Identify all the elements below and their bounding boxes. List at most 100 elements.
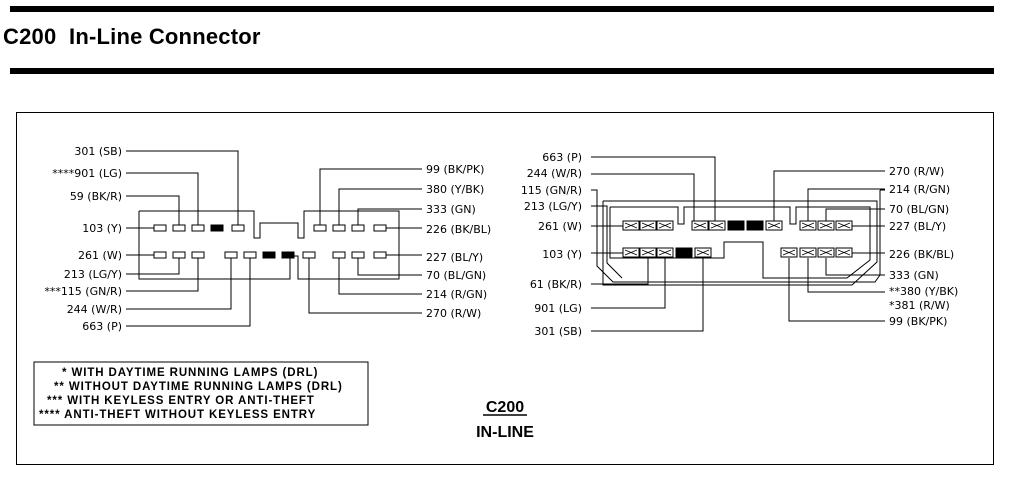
pin-cross <box>837 222 851 229</box>
connector-pin <box>243 251 257 259</box>
pin-cross <box>641 222 655 229</box>
caption-connector-id: C200 <box>486 399 524 416</box>
connector-pin <box>332 224 346 232</box>
pin-cross <box>837 249 851 256</box>
connector-pin <box>780 247 798 258</box>
wire <box>591 173 695 221</box>
pin-cross <box>819 249 833 256</box>
connector-pin <box>675 247 693 258</box>
page-title: C200 In-Line Connector <box>3 24 261 49</box>
connector-pin <box>172 224 186 232</box>
header-rule-top <box>10 6 994 12</box>
connector-pin <box>191 251 205 259</box>
wire-label: 115 (GN/R) <box>521 184 582 197</box>
pin-housing <box>675 247 693 258</box>
connector-bodies <box>138 200 878 286</box>
connector-pin <box>694 247 712 258</box>
right-connector-right-labels: 270 (R/W) 214 (R/GN) 70 (BL/GN) 227 (BL/… <box>889 165 958 328</box>
wire <box>591 156 716 221</box>
wire-label: 99 (BK/PK) <box>889 315 947 328</box>
pin-cross <box>624 249 638 256</box>
pin-cross <box>624 222 638 229</box>
pin-cross <box>767 222 781 229</box>
wire <box>338 188 422 225</box>
pin-cross <box>696 249 710 256</box>
left-connector-right-labels: 99 (BK/PK) 380 (Y/BK) 333 (GN) 226 (BK/B… <box>426 163 491 320</box>
caption-connector-type: IN-LINE <box>476 424 534 441</box>
connector-caption: C200 IN-LINE <box>476 399 534 441</box>
pin-cross <box>801 222 815 229</box>
wire <box>126 195 180 225</box>
connector-pin <box>224 251 238 259</box>
wire <box>807 188 885 221</box>
connector-pin <box>691 220 709 231</box>
wire-label: 244 (W/R) <box>67 303 122 316</box>
left-connector-left-labels: 301 (SB) ****901 (LG) 59 (BK/R) 103 (Y) … <box>44 145 122 333</box>
pin-cross <box>782 249 796 256</box>
connector-pin <box>708 220 726 231</box>
connector-pin <box>656 220 674 231</box>
connector-pin <box>835 220 853 231</box>
wire-label: 227 (BL/Y) <box>889 220 946 233</box>
connector-pin <box>765 220 783 231</box>
wire-label: 214 (R/GN) <box>426 288 487 301</box>
connector-pin <box>313 224 327 232</box>
wire <box>591 258 704 332</box>
legend-note: *** WITH KEYLESS ENTRY OR ANTI-THEFT <box>47 395 315 407</box>
wire-label: 663 (P) <box>542 151 582 164</box>
wire-label: 901 (LG) <box>534 302 582 315</box>
connector-pin <box>622 247 640 258</box>
wire-label: 70 (BL/GN) <box>426 269 486 282</box>
legend-note: * WITH DAYTIME RUNNING LAMPS (DRL) <box>62 367 318 379</box>
wire-label: 103 (Y) <box>542 248 582 261</box>
right-connector-left-labels: 663 (P) 244 (W/R) 115 (GN/R) 213 (LG/Y) … <box>521 151 582 338</box>
connector-pin <box>799 247 817 258</box>
wire-label: 301 (SB) <box>74 145 122 158</box>
wire-label: 214 (R/GN) <box>889 183 950 196</box>
wire-label: 227 (BL/Y) <box>426 251 483 264</box>
connector-pin <box>622 220 640 231</box>
wire-label: 244 (W/R) <box>527 167 582 180</box>
wire-label: 301 (SB) <box>534 325 582 338</box>
wire-label: 333 (GN) <box>889 269 939 282</box>
wire <box>126 258 232 310</box>
connector-pin <box>351 224 365 232</box>
pin-cross <box>658 249 672 256</box>
connector-pin <box>656 247 674 258</box>
wire-label: 59 (BK/R) <box>70 190 122 203</box>
legend-box: * WITH DAYTIME RUNNING LAMPS (DRL) ** WI… <box>33 361 369 426</box>
connector-pin <box>639 220 657 231</box>
legend-note: ** WITHOUT DAYTIME RUNNING LAMPS (DRL) <box>54 381 343 393</box>
wire <box>357 208 422 225</box>
wire <box>126 258 199 292</box>
wire-label: 261 (W) <box>78 249 122 262</box>
right-connector-outer-outline <box>602 200 878 286</box>
wire-label: 213 (LG/Y) <box>64 268 122 281</box>
wire <box>825 208 885 221</box>
connector-pin <box>153 224 167 232</box>
wire <box>357 258 422 276</box>
wire-label: 103 (Y) <box>82 222 122 235</box>
connector-pin <box>817 247 835 258</box>
wire <box>338 258 422 295</box>
connector-pins <box>153 220 853 259</box>
header-rule-bottom <box>10 68 994 74</box>
pin-housing <box>746 220 764 231</box>
wire <box>319 168 422 225</box>
connector-pin <box>153 251 167 259</box>
wire <box>807 258 885 293</box>
pin-cross <box>641 249 655 256</box>
connector-pin <box>332 251 346 259</box>
wire-label: 61 (BK/R) <box>530 278 582 291</box>
wire-label: 270 (R/W) <box>426 307 481 320</box>
wire-label: 213 (LG/Y) <box>524 200 582 213</box>
connector-pin <box>373 251 387 259</box>
connector-pin <box>746 220 764 231</box>
connector-pin <box>373 224 387 232</box>
wire <box>126 150 239 225</box>
wire-label: 70 (BL/GN) <box>889 203 949 216</box>
wire-lines <box>126 150 885 332</box>
diagram-frame <box>16 112 994 465</box>
connector-pin <box>727 220 745 231</box>
